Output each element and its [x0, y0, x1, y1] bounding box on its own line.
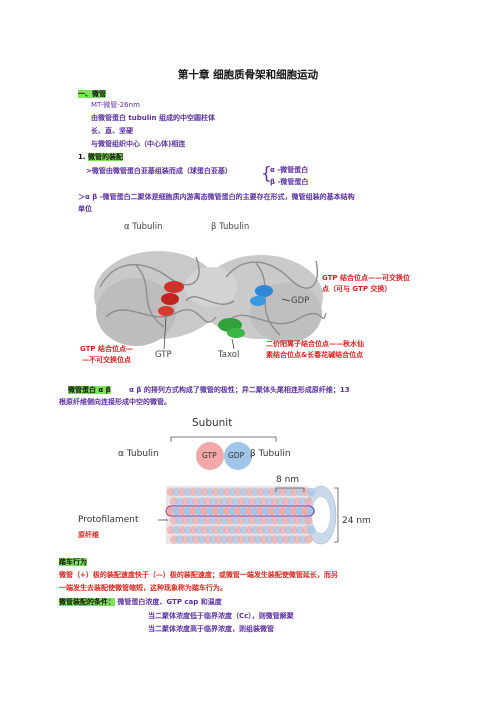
assembly-line-subunits: >微管由微管蛋白亚基组装而成（球蛋白亚基） [86, 167, 232, 175]
assembly-line-dimer-a: ＞α β -微管蛋白二聚体是细胞质内游离态微管蛋白的主要存在形式，微管组装的基本… [78, 193, 355, 201]
taxol-site-green [218, 318, 245, 338]
gtp-site-red [158, 281, 184, 316]
line-mt-mtoc: 与微管组织中心（中心体)相连 [91, 140, 186, 148]
conditions-line-low: 当二聚体浓度低于临界浓度（Cc），则微管解聚 [148, 612, 294, 620]
label-protofilament-cn: 原纤维 [78, 531, 99, 539]
annot-exchange-line1: GTP 结合位点——可交换位 [322, 274, 410, 282]
line-mt-properties: 长、直、坚硬 [91, 127, 133, 135]
label-taxol: Taxol [218, 350, 240, 360]
tubulin-ball [304, 516, 313, 525]
label-24nm: 24 nm [342, 516, 371, 526]
label-beta-tubulin: β Tubulin [211, 222, 250, 232]
annot-nonexchange-line1: GTP 结合位点— [80, 345, 133, 353]
label-gtp-2: GTP [202, 451, 217, 460]
treadmill-line-2: 一端发生去装配使微管缩短，这种现象称为踏车行为。 [59, 584, 227, 592]
tubulin-ball [304, 497, 313, 506]
tubulin-structure-figure [76, 217, 422, 373]
label-beta-tubulin-2: β Tubulin [250, 449, 291, 459]
brace-item-beta: β -微管蛋白 [270, 178, 309, 186]
annot-nonexchange-line2: —不可交换位点 [82, 356, 131, 364]
treadmill-heading-text: 踏车行为 [59, 558, 87, 566]
assembly-line-dimer-b: 单位 [78, 205, 92, 213]
gdp-site-blue [250, 285, 273, 306]
assembly-conditions: 微管装配的条件： 微管蛋白浓度、GTP cap 和温度 [59, 597, 222, 607]
page-title: 第十章 细胞质骨架和细胞运动 [177, 69, 319, 81]
annot-divalent-line1: 二价阳离子结合位点——秋水仙 [266, 340, 364, 348]
label-gdp: GDP [291, 296, 310, 306]
microtubule-subunit-figure [158, 436, 339, 545]
label-8nm: 8 nm [276, 475, 300, 485]
conditions-text: 微管蛋白浓度、GTP cap 和温度 [117, 598, 222, 606]
label-subunit: Subunit [192, 417, 233, 429]
polarity-text-a: α β 的排列方式构成了微管的极性；异二聚体头尾相连形成原纤维；13 [129, 386, 350, 394]
treadmill-heading: 踏车行为 [59, 557, 87, 567]
polarity-tag: 微管蛋白 α β [68, 386, 111, 394]
brace-icon: { [261, 164, 272, 184]
annot-divalent-line2: 素结合位点&长春花碱结合位点 [266, 351, 364, 359]
tubulin-ball [304, 535, 313, 544]
polarity-line-2: 根原纤维侧向连接形成中空的微管。 [59, 398, 171, 406]
label-gdp-2: GDP [228, 451, 245, 460]
conditions-line-high: 当二聚体浓度高于临界浓度，则组装微管 [148, 625, 274, 633]
assembly-heading-text: 微管的装配 [87, 153, 123, 161]
label-alpha-tubulin: α Tubulin [124, 222, 163, 232]
polarity-line-1: 微管蛋白 α β α β 的排列方式构成了微管的极性；异二聚体头尾相连形成原纤维… [68, 385, 350, 395]
label-alpha-tubulin-2: α Tubulin [118, 449, 159, 459]
treadmill-line-1: 微管（+）极的装配速度快于（—）极的装配速度；或微管一端发生装配使微管延长，而另 [59, 571, 338, 579]
brace-item-alpha: α -微管蛋白 [270, 166, 309, 174]
protofilament-outline [165, 505, 315, 517]
label-gtp: GTP [155, 350, 172, 360]
annot-exchange-line2: 点（可与 GTP 交换） [322, 285, 392, 293]
label-protofilament: Protofilament [78, 515, 139, 525]
assembly-heading: 1. 微管的装配 [78, 152, 123, 162]
section-heading-microtubule: 一、微管 [78, 89, 106, 99]
tubulin-ball [306, 487, 316, 497]
section-heading-text: 一、微管 [78, 90, 106, 98]
assembly-heading-num: 1. [78, 153, 86, 161]
tubulin-ball [306, 525, 316, 535]
line-mt-size: MT-微管-26nm [91, 101, 140, 109]
line-mt-composition: 由微管蛋白 tubulin 组成的中空圆柱体 [91, 114, 215, 122]
conditions-tag: 微管装配的条件： [59, 598, 115, 606]
